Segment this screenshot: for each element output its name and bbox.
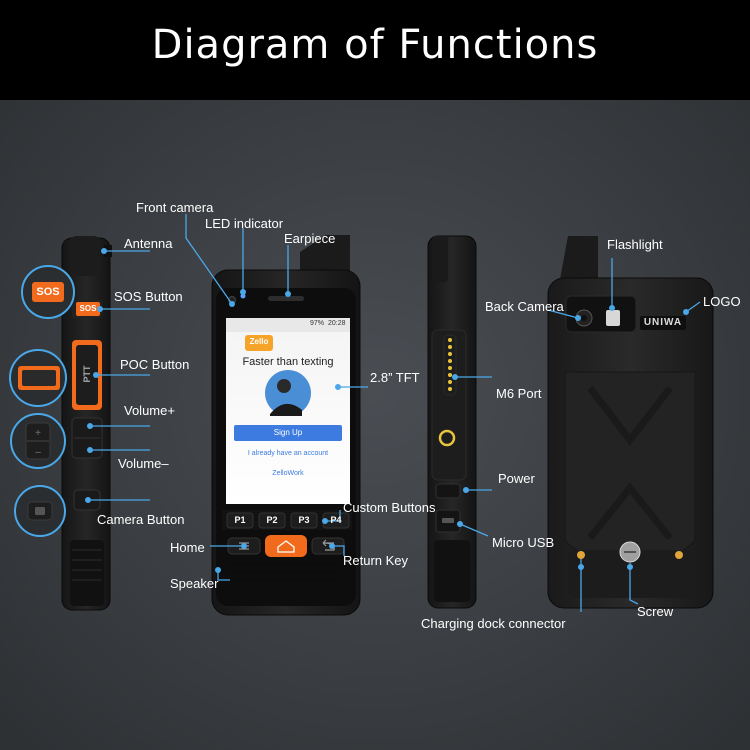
right-side-phone <box>427 235 477 609</box>
camera-button-callout <box>14 485 66 537</box>
sos-callout <box>21 265 100 319</box>
screen-headline: Faster than texting <box>242 356 334 368</box>
ptt-callout <box>9 349 67 407</box>
zellowork-link[interactable]: ZelloWork <box>272 470 304 477</box>
label-earpiece: Earpiece <box>284 231 336 246</box>
label-screw: Screw <box>637 604 674 619</box>
label-custom-buttons: Custom Buttons <box>343 500 436 515</box>
label-volume-up: Volume+ <box>124 403 175 418</box>
key-p4[interactable]: P4 <box>330 515 342 525</box>
key-p3[interactable]: P3 <box>298 515 310 525</box>
label-home: Home <box>170 540 205 555</box>
label-speaker: Speaker <box>170 576 219 591</box>
front-phone <box>211 235 361 616</box>
ptt-mark: PTT <box>82 365 92 383</box>
have-account-link[interactable]: I already have an account <box>247 450 329 457</box>
label-m6-port: M6 Port <box>496 386 542 401</box>
label-flashlight: Flashlight <box>607 237 663 252</box>
label-charging-dock: Charging dock connector <box>421 616 566 631</box>
label-led-indicator: LED indicator <box>205 216 284 231</box>
label-sos-button: SOS Button <box>114 289 183 304</box>
sos-mark-small: SOS <box>79 304 97 313</box>
key-p1[interactable]: P1 <box>234 515 246 525</box>
volume-callout: + – <box>10 413 66 469</box>
zello-logo: Zello <box>249 337 269 346</box>
label-micro-usb: Micro USB <box>492 535 555 550</box>
svg-text:–: – <box>35 447 41 458</box>
label-tft: 2.8” TFT <box>370 370 420 385</box>
page-title: Diagram of Functions <box>151 22 599 68</box>
label-return-key: Return Key <box>343 553 409 568</box>
label-camera-button: Camera Button <box>97 512 185 527</box>
status-time: 20:28 <box>328 320 346 327</box>
label-front-camera: Front camera <box>136 200 214 215</box>
callout-dots <box>85 248 689 573</box>
status-battery: 97% <box>310 320 325 327</box>
label-back-camera: Back Camera <box>485 299 564 314</box>
label-volume-down: Volume– <box>118 456 169 471</box>
label-antenna: Antenna <box>124 236 173 251</box>
label-logo: LOGO <box>703 294 741 309</box>
title-banner: Diagram of Functions <box>0 0 750 100</box>
svg-text:+: + <box>35 428 41 439</box>
sos-mark-large: SOS <box>36 286 60 298</box>
label-power: Power <box>498 471 535 486</box>
brand-logo: UNIWA <box>643 317 683 328</box>
key-p2[interactable]: P2 <box>266 515 278 525</box>
back-phone <box>547 236 714 609</box>
signup-button[interactable]: Sign Up <box>273 428 303 437</box>
label-poc-button: POC Button <box>120 357 190 372</box>
